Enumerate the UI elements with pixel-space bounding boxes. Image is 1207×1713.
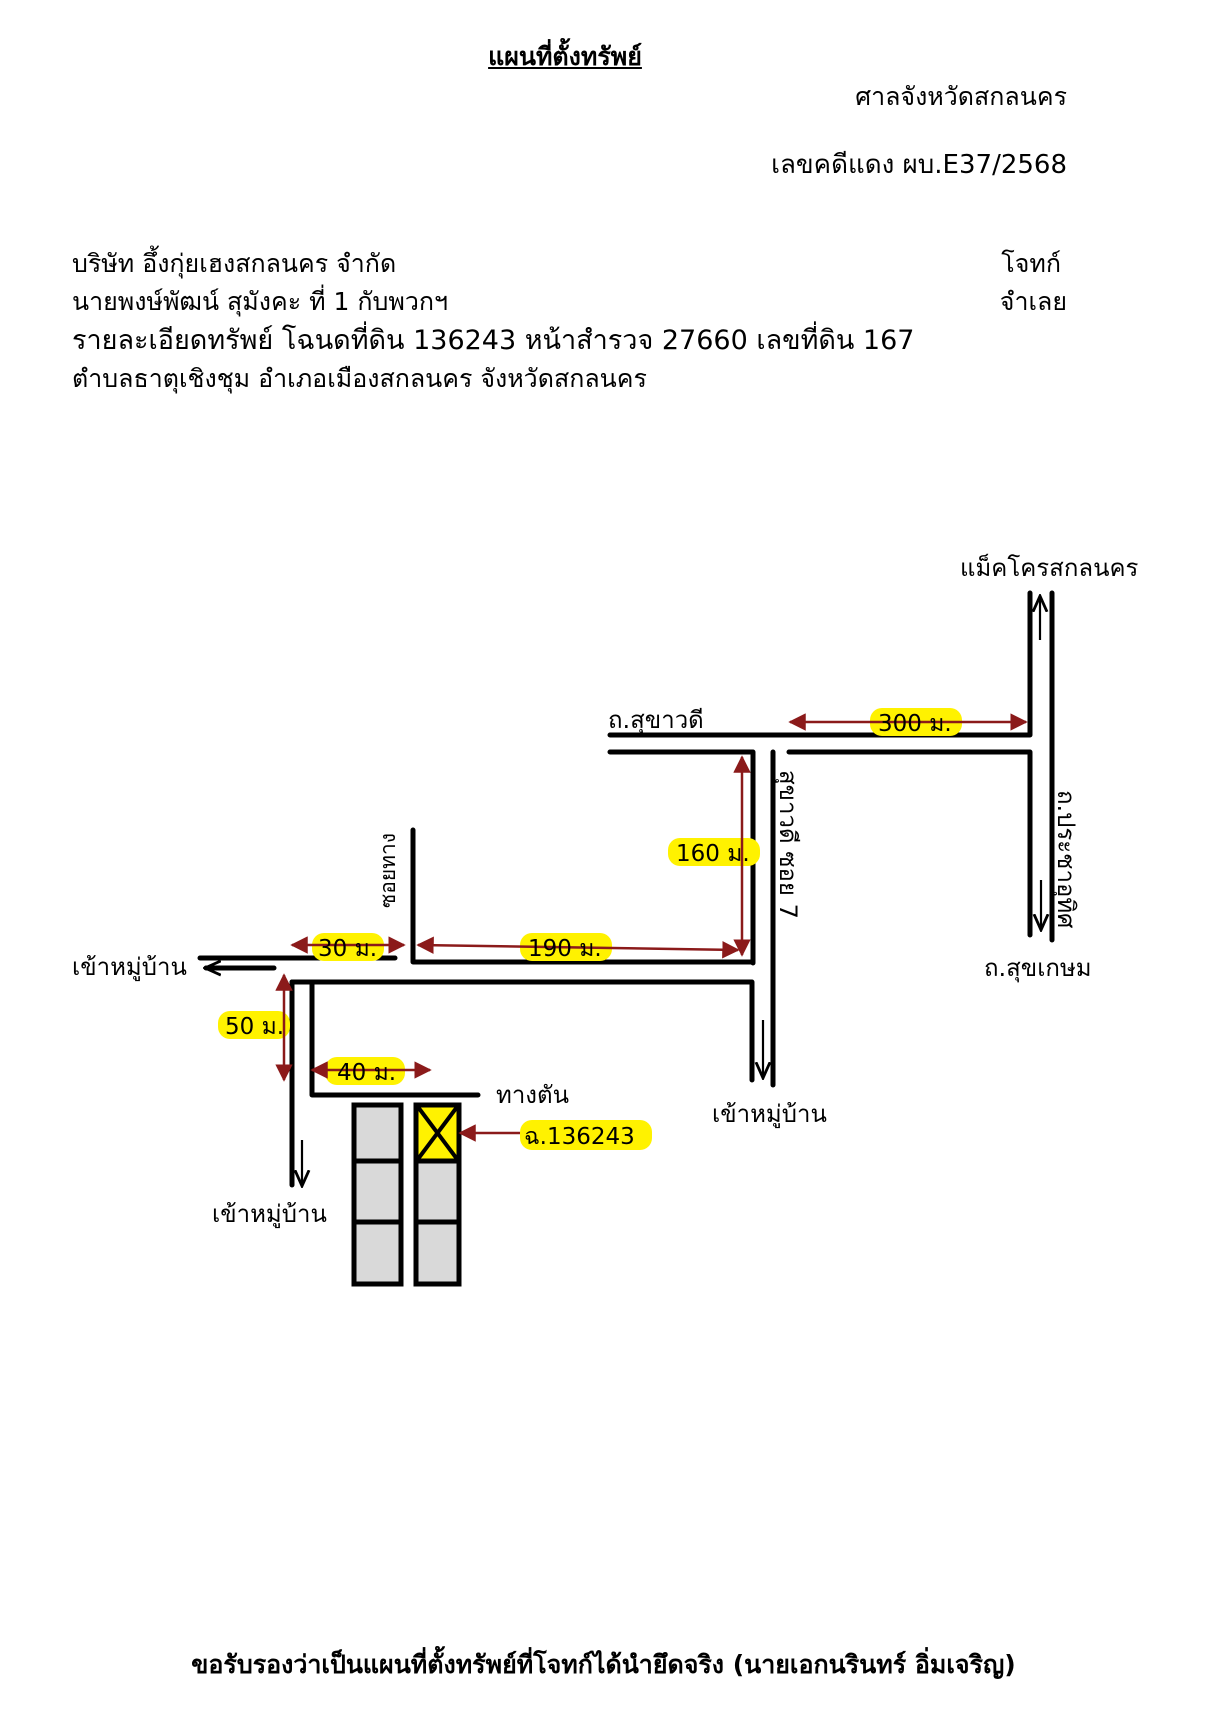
distance-arrows <box>275 713 1028 1142</box>
target-parcel <box>413 1102 462 1164</box>
page-title: แผนที่ตั้งทรัพย์ <box>488 42 642 71</box>
distance-40: 40 ม. <box>337 1060 396 1086</box>
court-name: ศาลจังหวัดสกลนคร <box>855 82 1067 111</box>
distance-30: 30 ม. <box>318 936 377 962</box>
label-dead-end: ทางตัน <box>496 1081 569 1109</box>
certification-footer: ขอรับรองว่าเป็นแผนที่ตั้งทรัพย์ที่โจทก์ไ… <box>191 1650 1016 1679</box>
distance-highlights <box>218 708 962 1150</box>
distance-160: 160 ม. <box>676 841 750 867</box>
road-arrows <box>205 596 1041 1186</box>
plaintiff-role: โจทก์ <box>1001 249 1061 278</box>
location-map: แม็คโครสกลนคร ถ.สุขาวดี สุขาวดี ซอย 7 ถ.… <box>72 553 1139 1287</box>
label-pracha-uthit-road: ถ.ประชาอุทิศ <box>1051 790 1080 928</box>
sukhawadee-road-north-edge <box>607 590 1033 738</box>
label-sukkasem-road: ถ.สุขเกษม <box>984 954 1092 983</box>
property-location: ตำบลธาตุเชิงชุม อำเภอเมืองสกลนคร จังหวัด… <box>72 364 647 393</box>
label-soi-tang: ซอยทาง <box>376 833 400 908</box>
distance-50: 50 ม. <box>225 1014 284 1040</box>
property-detail: รายละเอียดทรัพย์ โฉนดที่ดิน 136243 หน้าส… <box>72 325 915 356</box>
label-sukhawadee-soi: สุขาวดี ซอย 7 <box>773 770 802 919</box>
case-number: เลขคดีแดง ผบ.E37/2568 <box>771 150 1067 180</box>
label-village-bottom: เข้าหมู่บ้าน <box>212 1200 327 1229</box>
defendant-name: นายพงษ์พัฒน์ สุมังคะ ที่ 1 กับพวกฯ <box>72 287 449 316</box>
plaintiff-name: บริษัท อึ้งกุ่ยเฮงสกลนคร จำกัด <box>72 249 397 278</box>
roads <box>197 590 1055 1188</box>
sukhawadee-road-south-edge <box>607 749 756 966</box>
plot-left-column <box>351 1102 404 1287</box>
defendant-role: จำเลย <box>999 287 1067 316</box>
main-village-road-south <box>289 979 755 1083</box>
label-village-left: เข้าหมู่บ้าน <box>72 953 187 982</box>
distance-300: 300 ม. <box>878 711 952 737</box>
village-left-outer <box>309 979 481 1098</box>
label-sukhawadee-road: ถ.สุขาวดี <box>608 706 704 735</box>
soi-tang-vertical <box>410 827 756 965</box>
distance-190: 190 ม. <box>528 936 602 962</box>
label-village-mid: เข้าหมู่บ้าน <box>712 1100 827 1129</box>
label-makro: แม็คโครสกลนคร <box>960 553 1139 582</box>
parcel-label: ฉ.136243 <box>524 1124 635 1150</box>
pracha-uthit-road-inner-edge <box>786 749 1033 938</box>
